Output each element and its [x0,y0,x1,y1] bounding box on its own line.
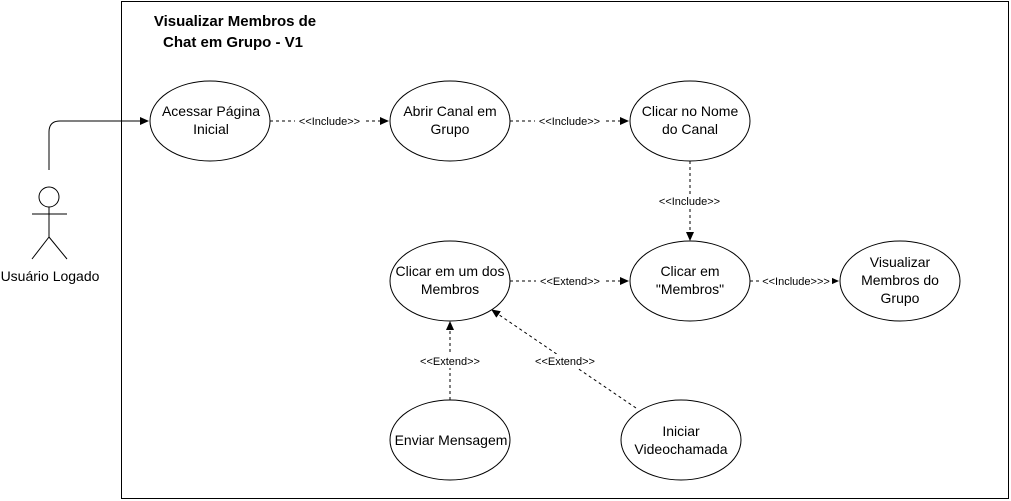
use-case-label: Membros do [861,272,939,288]
use-case-clicar-em-membros: Clicar em "Membros" [629,240,751,322]
use-case-label: Acessar Página [162,103,260,119]
use-case-label: do Canal [662,121,718,137]
use-case-label: Inicial [193,121,229,137]
svg-text:<<Include>>: <<Include>> [299,116,360,128]
use-case-label: Grupo [881,290,920,306]
use-case-iniciar-videochamada: Iniciar Videochamada [620,399,742,481]
use-case-label: Enviar Mensagem [395,432,508,448]
system-title-line1: Visualizar Membros de [154,13,316,30]
actor-usuario-logado [31,186,68,260]
actor-head [38,186,60,208]
use-case-label: "Membros" [656,281,724,297]
actor-label: Usuário Logado [1,268,100,284]
relation-label-1: <<Include>> [295,114,364,128]
relation-label-4: <<Extend>> [536,274,604,288]
extend-line-iniciar-clicar-um [491,309,637,409]
use-case-label: Membros [421,281,479,297]
use-case-abrir-canal-em-grupo: Abrir Canal em Grupo [389,80,511,162]
svg-text:<<Extend>>: <<Extend>> [535,356,595,368]
use-case-label: Grupo [431,121,470,137]
svg-text:<<Include>>: <<Include>> [659,196,720,208]
actor-right-leg [48,236,68,260]
use-case-label: Clicar no Nome [642,103,739,119]
use-case-visualizar-membros-do-grupo: Visualizar Membros do Grupo [839,240,961,322]
use-case-clicar-no-nome-do-canal: Clicar no Nome do Canal [629,80,751,162]
svg-text:<<Include>>: <<Include>> [539,116,600,128]
system-title-line2: Chat em Grupo - V1 [163,34,303,51]
use-case-enviar-mensagem: Enviar Mensagem [389,399,511,481]
use-case-label: Abrir Canal em [403,103,496,119]
system-boundary [121,1,1009,499]
use-case-label: Clicar em [660,263,719,279]
relation-label-2: <<Include>> [535,114,604,128]
svg-text:<<Extend>>: <<Extend>> [420,356,480,368]
relation-label-7: <<Extend>> [531,354,599,368]
relation-label-6: <<Extend>> [416,354,484,368]
use-case-clicar-em-um-dos-membros: Clicar em um dos Membros [389,240,511,322]
actor-association-line [48,117,149,170]
use-case-label: Visualizar [870,254,931,270]
svg-text:<<Extend>>: <<Extend>> [540,276,600,288]
actor-left-leg [31,236,50,260]
use-case-label: Clicar em um dos [396,263,505,279]
use-case-label: Videochamada [634,441,727,457]
relation-label-3: <<Include>> [655,194,724,208]
use-case-acessar-pagina-inicial: Acessar Página Inicial [149,80,271,162]
use-case-label: Iniciar [662,423,700,439]
relation-label-5: <<Include>>> [760,274,832,288]
svg-text:<<Include>>>: <<Include>>> [762,276,830,288]
